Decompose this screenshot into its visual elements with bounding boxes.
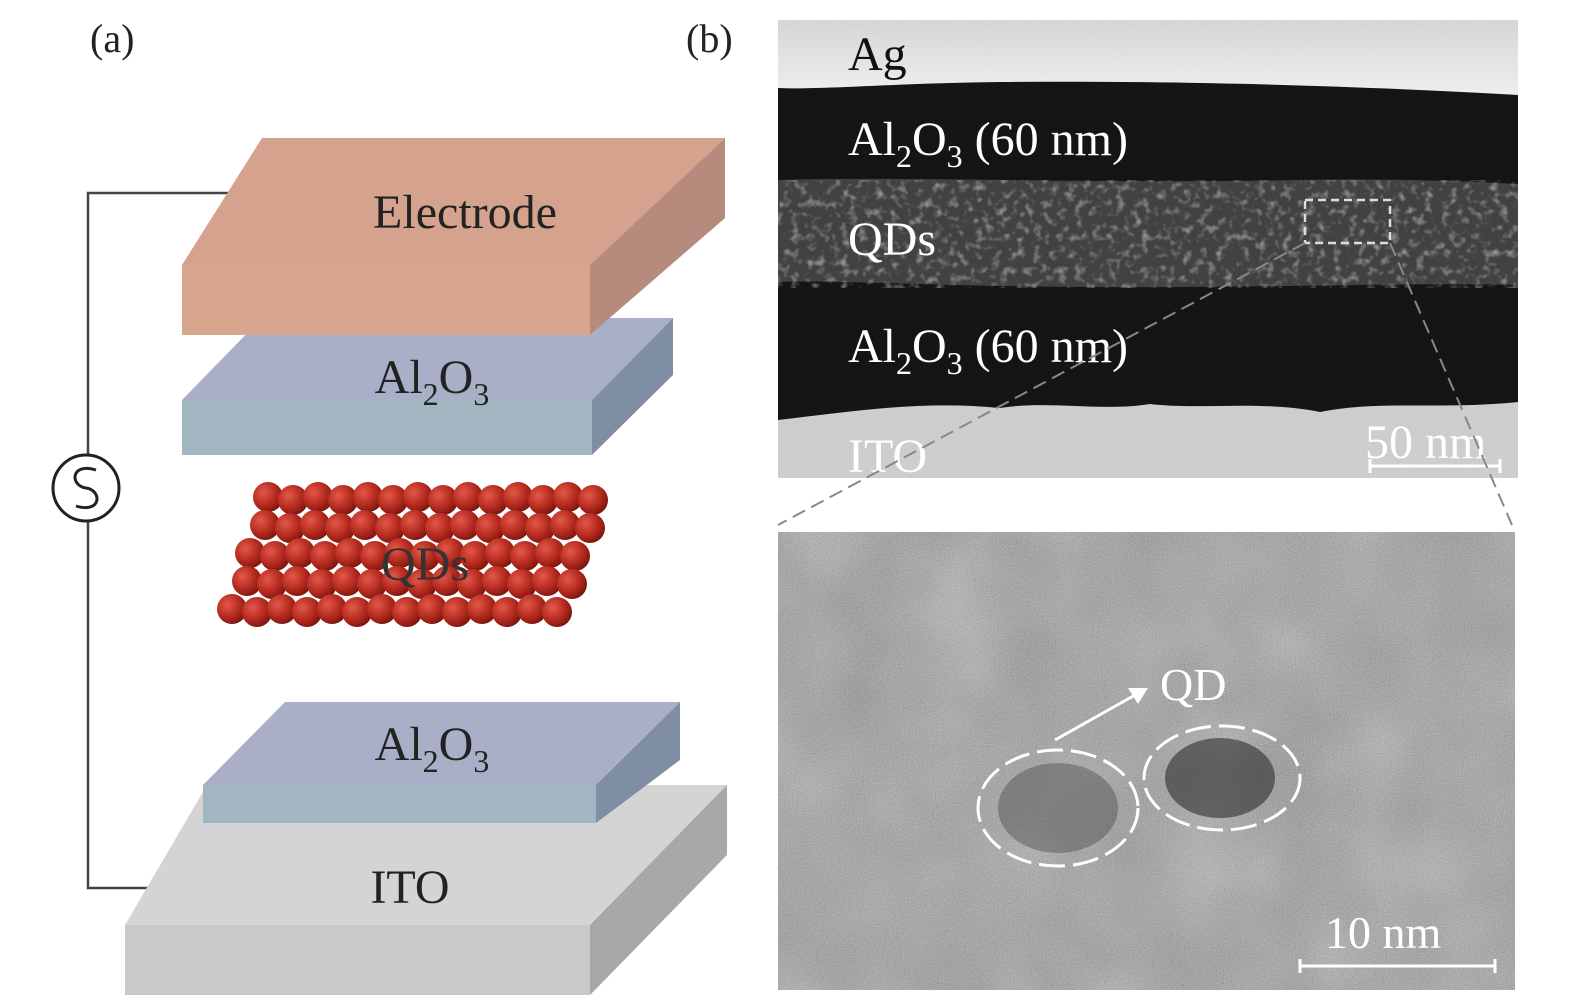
circuit-wire: [86, 191, 262, 890]
panel-a-label: (a): [90, 16, 134, 61]
zoom-region-box: [1303, 198, 1392, 245]
quantum-dot: [500, 510, 530, 540]
tem-ag-label: Ag: [848, 28, 907, 81]
quantum-dot: [400, 510, 430, 540]
quantum-dot: [532, 566, 562, 596]
quantum-dot: [275, 513, 305, 543]
quantum-dot: [303, 482, 333, 512]
quantum-dot: [335, 538, 365, 568]
quantum-dot: [485, 538, 515, 568]
quantum-dot: [467, 594, 497, 624]
quantum-dot: [235, 538, 265, 568]
quantum-dot: [407, 569, 437, 599]
al2o3-top-label: Al2O3: [375, 351, 490, 412]
quantum-dot: [557, 569, 587, 599]
quantum-dot: [342, 597, 372, 627]
quantum-dot: [482, 566, 512, 596]
quantum-dot: [525, 513, 555, 543]
arrow-icon: [1054, 688, 1148, 742]
quantum-dot: [510, 541, 540, 571]
quantum-dot: [375, 513, 405, 543]
quantum-dot: [367, 594, 397, 624]
tem-scale-bar: [1368, 459, 1502, 473]
quantum-dot: [360, 541, 390, 571]
quantum-dot: [310, 541, 340, 571]
tem-al2o3-bottom-label: Al2O3 (60 nm): [848, 320, 1128, 381]
quantum-dot: [253, 482, 283, 512]
quantum-dot: [503, 482, 533, 512]
quantum-dot: [257, 569, 287, 599]
hrtem-scale-bar: [1298, 959, 1497, 973]
quantum-dot: [260, 541, 290, 571]
tem-al2o3-top-label: Al2O3 (60 nm): [848, 113, 1128, 174]
quantum-dot: [432, 566, 462, 596]
quantum-dot: [282, 566, 312, 596]
quantum-dot: [478, 485, 508, 515]
tem-cross-section-image: [778, 20, 1518, 478]
quantum-dot: [542, 597, 572, 627]
quantum-dot: [300, 510, 330, 540]
quantum-dot: [385, 538, 415, 568]
al2o3-bottom-layer: [203, 702, 680, 823]
quantum-dot: [242, 597, 272, 627]
tem-qds-label: QDs: [848, 213, 936, 266]
quantum-dot: [232, 566, 262, 596]
quantum-dot: [550, 510, 580, 540]
quantum-dot: [553, 482, 583, 512]
quantum-dot-cluster: [217, 482, 608, 627]
tem-scale-label: 50 nm: [1365, 416, 1486, 469]
quantum-dot: [328, 485, 358, 515]
quantum-dot: [250, 510, 280, 540]
quantum-dot: [357, 569, 387, 599]
electrode-label: Electrode: [373, 186, 557, 239]
quantum-dot: [410, 541, 440, 571]
tem-ito-label: ITO: [848, 430, 927, 483]
quantum-dot: [442, 597, 472, 627]
electrode-layer: [182, 138, 725, 335]
quantum-dot: [528, 485, 558, 515]
quantum-dot: [267, 594, 297, 624]
hrtem-scale-label: 10 nm: [1325, 907, 1442, 958]
hrtem-image: [778, 532, 1515, 990]
quantum-dot: [325, 513, 355, 543]
quantum-dot: [425, 513, 455, 543]
quantum-dot: [450, 510, 480, 540]
quantum-dot: [575, 513, 605, 543]
quantum-dot: [560, 541, 590, 571]
quantum-dot: [507, 569, 537, 599]
quantum-dot: [332, 566, 362, 596]
quantum-dot: [285, 538, 315, 568]
quantum-dot: [378, 485, 408, 515]
qds-label: QDs: [381, 538, 469, 591]
quantum-dot: [317, 594, 347, 624]
panel-b-label: (b): [686, 16, 733, 61]
ito-label: ITO: [370, 861, 449, 914]
quantum-dot: [392, 597, 422, 627]
quantum-dot: [428, 485, 458, 515]
quantum-dot: [535, 538, 565, 568]
quantum-dot: [278, 485, 308, 515]
quantum-dot: [403, 482, 433, 512]
quantum-dot: [453, 482, 483, 512]
quantum-dot: [457, 569, 487, 599]
zoom-guide-lines: [777, 242, 1513, 526]
hrtem-qd-label: QD: [1160, 659, 1226, 710]
quantum-dot: [417, 594, 447, 624]
quantum-dot: [578, 485, 608, 515]
ac-source-icon: [51, 453, 121, 523]
al2o3-bottom-label: Al2O3: [375, 718, 490, 779]
quantum-dot: [492, 597, 522, 627]
quantum-dot: [460, 541, 490, 571]
quantum-dot: [217, 594, 247, 624]
quantum-dot: [292, 597, 322, 627]
al2o3-top-layer: [182, 318, 673, 455]
quantum-dot: [517, 594, 547, 624]
quantum-dot: [475, 513, 505, 543]
quantum-dot: [350, 510, 380, 540]
quantum-dot: [435, 538, 465, 568]
quantum-dot: [307, 569, 337, 599]
quantum-dot: [382, 566, 412, 596]
qd-outline: [976, 724, 1302, 868]
quantum-dot: [353, 482, 383, 512]
